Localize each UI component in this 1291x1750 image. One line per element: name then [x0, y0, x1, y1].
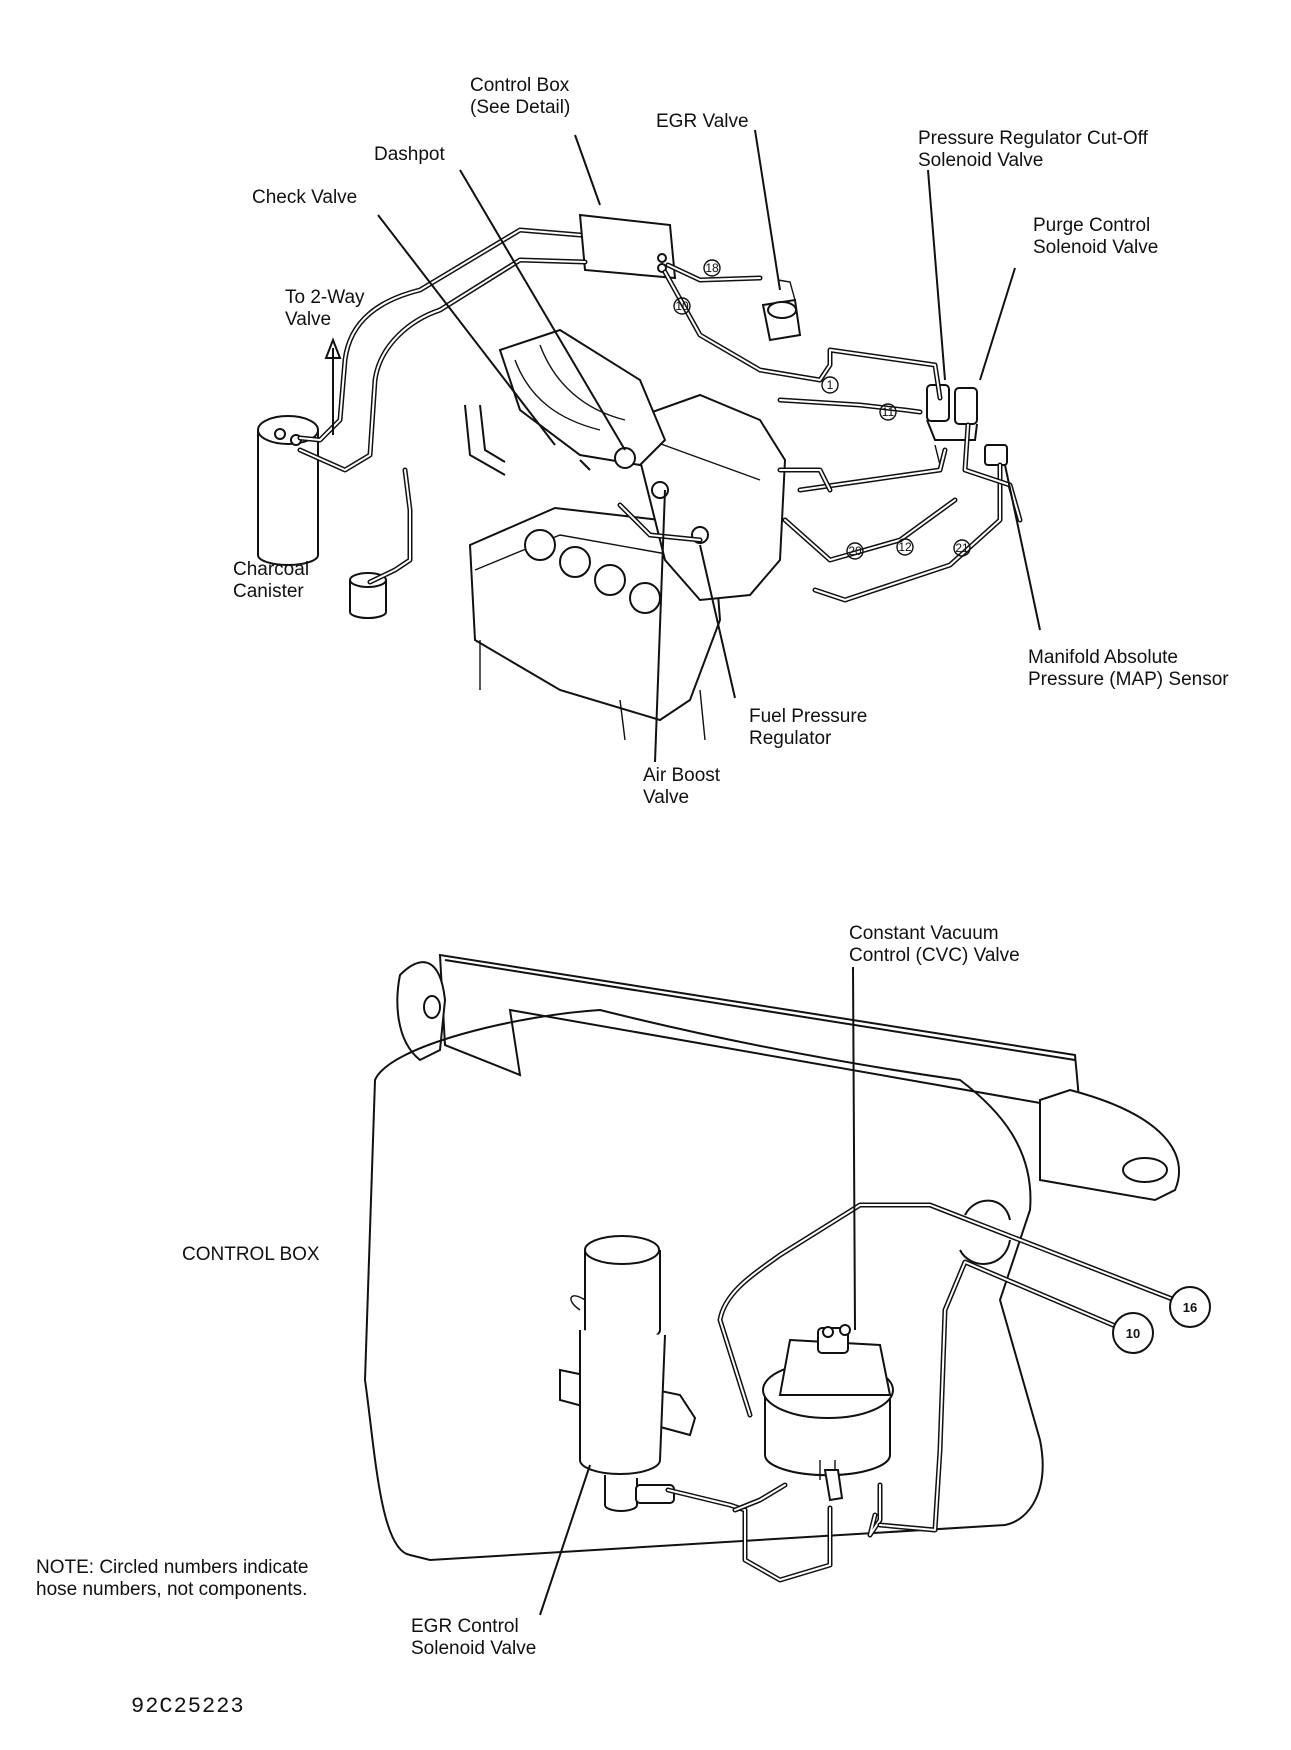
charcoal-canister-label: Charcoal Canister — [233, 559, 314, 602]
hose-number: 21 — [955, 541, 969, 555]
pressure-regulator-cutoff-label: Pressure Regulator Cut-Off Solenoid Valv… — [918, 128, 1153, 171]
hose-numbers-top: 18 10 1 11 20 12 21 — [673, 259, 971, 560]
check-valve-label: Check Valve — [252, 187, 357, 208]
egr-control-solenoid-label: EGR Control Solenoid Valve — [411, 1616, 536, 1659]
control-box-label: Control Box (See Detail) — [470, 75, 575, 118]
map-sensor-label: Manifold Absolute Pressure (MAP) Sensor — [1028, 647, 1229, 690]
figure-id: 92C25223 — [131, 1694, 245, 1719]
engine-drawing — [464, 328, 787, 741]
control-box-detail-label: CONTROL BOX — [182, 1244, 320, 1265]
egr-valve-part — [761, 279, 802, 342]
leader-lines-top — [324, 129, 1041, 763]
egr-valve-label: EGR Valve — [656, 111, 749, 132]
vacuum-hoses-top — [297, 227, 1023, 603]
dashpot-label: Dashpot — [374, 144, 445, 165]
to-2-way-valve-label: To 2-Way Valve — [285, 287, 370, 330]
hose-tag-16: 16 — [1183, 1300, 1197, 1315]
fuel-pressure-regulator-label: Fuel Pressure Regulator — [749, 706, 873, 749]
hose-number: 20 — [848, 544, 862, 558]
hose-number: 11 — [882, 405, 895, 419]
hose-tag-10: 10 — [1126, 1326, 1140, 1341]
control-box-small — [578, 213, 677, 280]
purge-control-label: Purge Control Solenoid Valve — [1033, 215, 1158, 258]
hose-number: 12 — [898, 540, 912, 554]
control-box-detail: 16 10 — [363, 953, 1211, 1583]
hose-number: 1 — [827, 378, 834, 392]
hose-number: 10 — [675, 299, 689, 313]
small-canister-part — [349, 572, 387, 619]
hose-number: 18 — [705, 261, 719, 275]
air-boost-valve-label: Air Boost Valve — [643, 765, 725, 808]
leader-lines-detail — [539, 966, 856, 1616]
note-text: NOTE: Circled numbers indicate hose numb… — [36, 1557, 314, 1600]
labels-detail: Constant Vacuum Control (CVC) Valve CONT… — [36, 923, 1020, 1719]
labels-top: Control Box (See Detail) EGR Valve Dashp… — [233, 75, 1229, 808]
cvc-valve-label: Constant Vacuum Control (CVC) Valve — [849, 923, 1020, 966]
